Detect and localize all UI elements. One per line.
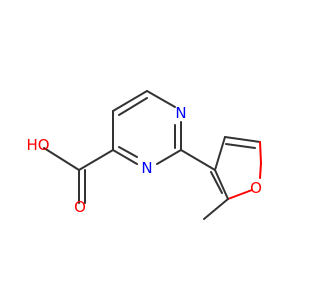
pyrimidine-n1-label: N	[175, 104, 186, 122]
bond-c6-n1	[146, 90, 176, 108]
bond-n3-c4	[112, 149, 138, 165]
bond-furan-o-link	[259, 162, 262, 179]
bond-furan-c5-o	[259, 141, 262, 164]
furan-oxygen-label: O	[250, 179, 262, 197]
bond-furan-c2-c3-double	[210, 171, 223, 194]
bond-hydroxyl-carbon	[43, 147, 80, 171]
molecule-canvas: HO O N N O	[26, 90, 262, 220]
bond-c5-c6	[112, 90, 148, 112]
structure-drawing: HO O N N O	[26, 90, 262, 220]
bond-furan-c3-c4	[214, 136, 226, 171]
bond-n3-c4-double	[118, 146, 138, 158]
bond-acid-ring	[78, 149, 114, 171]
carbonyl-oxygen-label: O	[74, 198, 86, 216]
bond-furan-c4-c5-double	[225, 143, 256, 149]
bond-furan-c2-c3	[214, 169, 229, 200]
atom-labels: HO O N N O	[26, 104, 261, 216]
bond-furan-c4-c5	[224, 136, 261, 143]
hydroxyl-label: HO	[26, 136, 49, 154]
bond-furan-o-c2	[227, 189, 253, 200]
bond-methyl	[203, 198, 229, 220]
bond-c5-c6-double	[118, 97, 148, 116]
bond-ring-ring	[180, 149, 216, 171]
bonds	[43, 90, 262, 220]
pyrimidine-n3-label: N	[141, 159, 152, 177]
bond-c2-n3	[156, 149, 182, 165]
